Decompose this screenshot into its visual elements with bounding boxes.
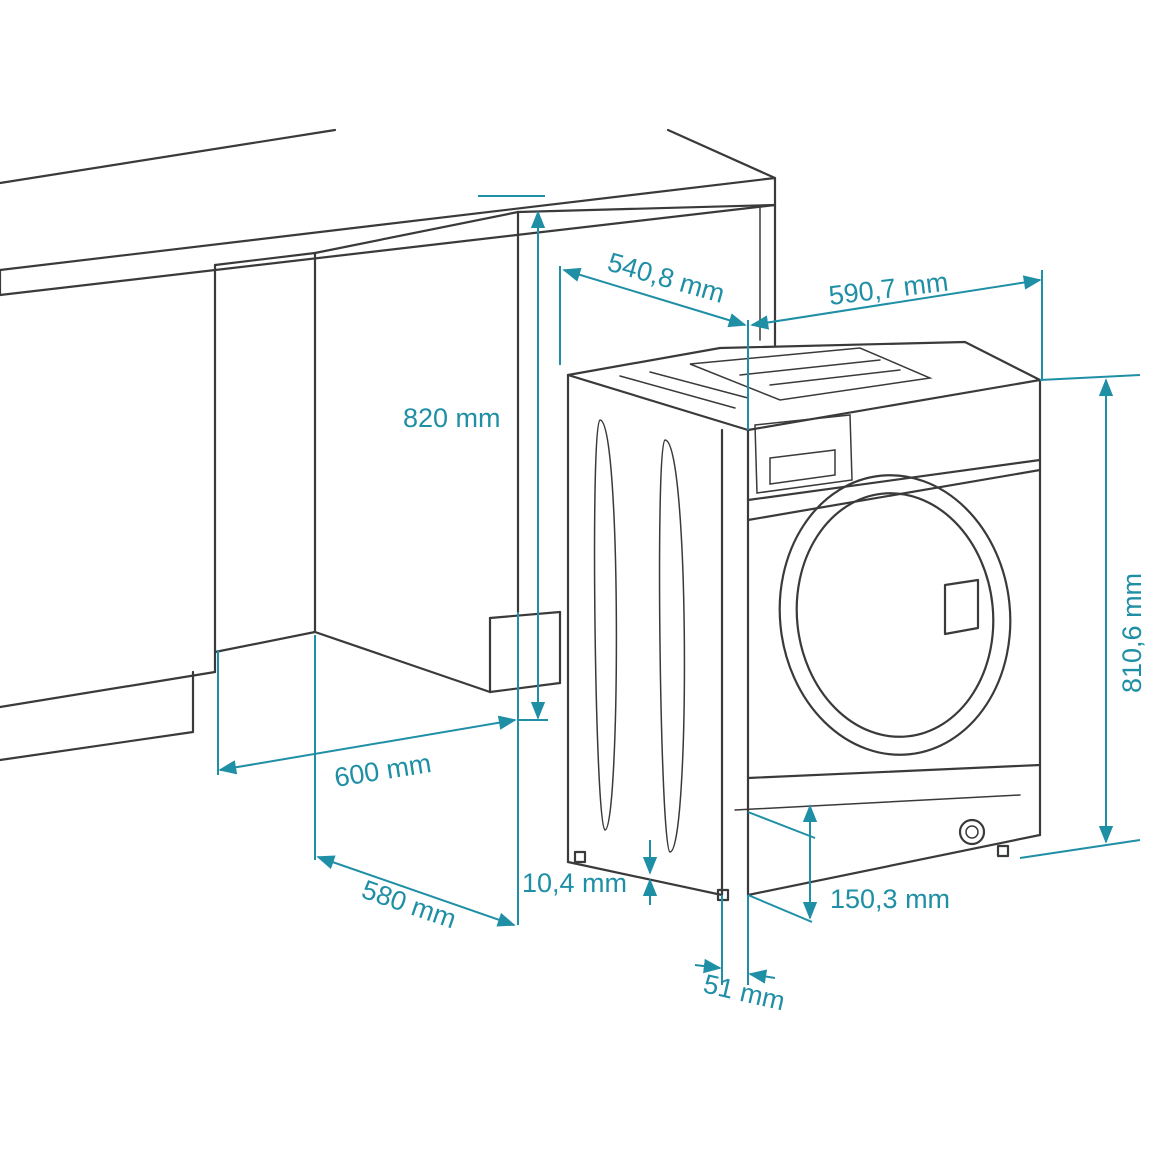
kitchen-cabinets (0, 128, 777, 762)
dim-niche-depth (314, 635, 516, 927)
door (778, 474, 1012, 756)
dim-niche-height (478, 195, 548, 721)
cabinet-side-panel (313, 210, 562, 694)
drain-filter-cap (958, 818, 986, 846)
washing-machine (566, 340, 1042, 902)
machine-top (566, 340, 1042, 432)
cabinet-left (0, 263, 217, 762)
niche-back-panel (213, 251, 317, 654)
label-niche-depth: 580 mm (358, 874, 460, 934)
dimension-lines (217, 195, 1141, 985)
dim-machine-width (750, 270, 1043, 380)
dim-plinth-height (747, 804, 818, 923)
dim-machine-height (1019, 374, 1141, 859)
dim-plinth-setback (694, 895, 776, 985)
machine-front (734, 378, 1042, 897)
label-foot-height: 10,4 mm (522, 868, 627, 898)
dim-niche-width (217, 612, 519, 925)
label-niche-height: 820 mm (403, 403, 501, 433)
label-plinth-setback: 51 mm (701, 969, 788, 1017)
dim-machine-depth (559, 266, 749, 430)
label-machine-height: 810,6 mm (1117, 573, 1147, 693)
label-niche-width: 600 mm (332, 748, 433, 793)
countertop (0, 128, 777, 297)
label-plinth-height: 150,3 mm (830, 884, 950, 914)
machine-side (566, 373, 750, 897)
label-machine-depth: 540,8 mm (604, 247, 728, 309)
dimension-labels: 540,8 mm 590,7 mm 820 mm 810,6 mm 600 mm… (332, 247, 1147, 1016)
